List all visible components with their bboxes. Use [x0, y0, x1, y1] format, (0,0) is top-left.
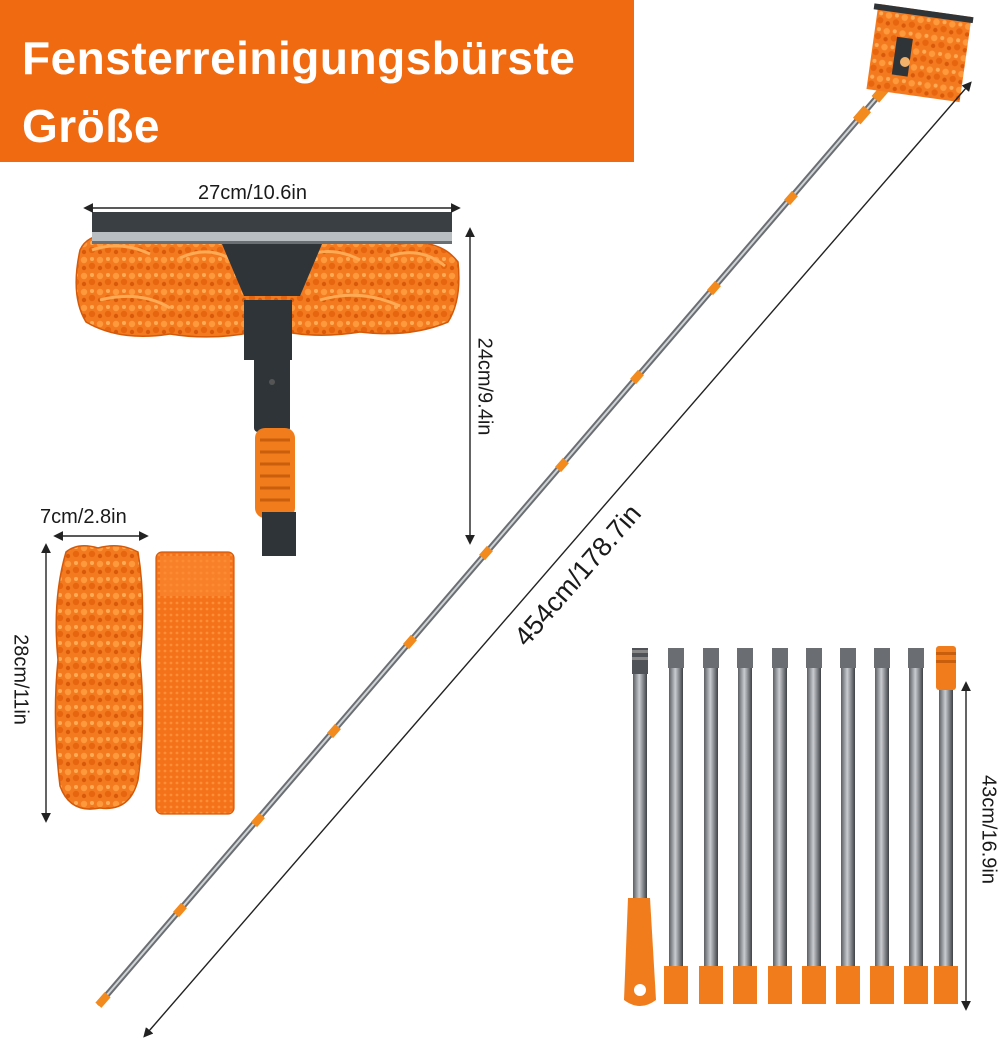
pole-head-mini: [866, 3, 974, 103]
pole-segment-10: [934, 646, 958, 1004]
head-width-label: 27cm/10.6in: [198, 182, 307, 204]
pole-segment-9: [904, 648, 928, 1004]
pole-segment-2: [664, 648, 688, 1004]
squeegee-head: [75, 212, 460, 556]
pole-segment-5: [768, 648, 792, 1004]
pad-width-label: 7cm/2.8in: [40, 506, 127, 528]
chenille-pad: [54, 545, 144, 810]
microfiber-pad: [155, 551, 235, 815]
pole-segment-3: [699, 648, 723, 1004]
title-line-2: Größe: [22, 100, 160, 152]
pole-segment-1: [624, 648, 656, 1006]
pad-length-label: 28cm/11in: [9, 634, 32, 725]
head-height-label: 24cm/9.4in: [473, 337, 496, 436]
pole-segment-8: [870, 648, 894, 1004]
total-length-dimension-line: [143, 81, 972, 1038]
pole-segment-4: [733, 648, 757, 1004]
pole-segment-7: [836, 648, 860, 1004]
title-line-1: Fensterreinigungsbürste: [22, 32, 576, 84]
segment-length-label: 43cm/16.9in: [977, 775, 1000, 884]
pole-segments: [624, 646, 958, 1006]
pole-segment-6: [802, 648, 826, 1004]
